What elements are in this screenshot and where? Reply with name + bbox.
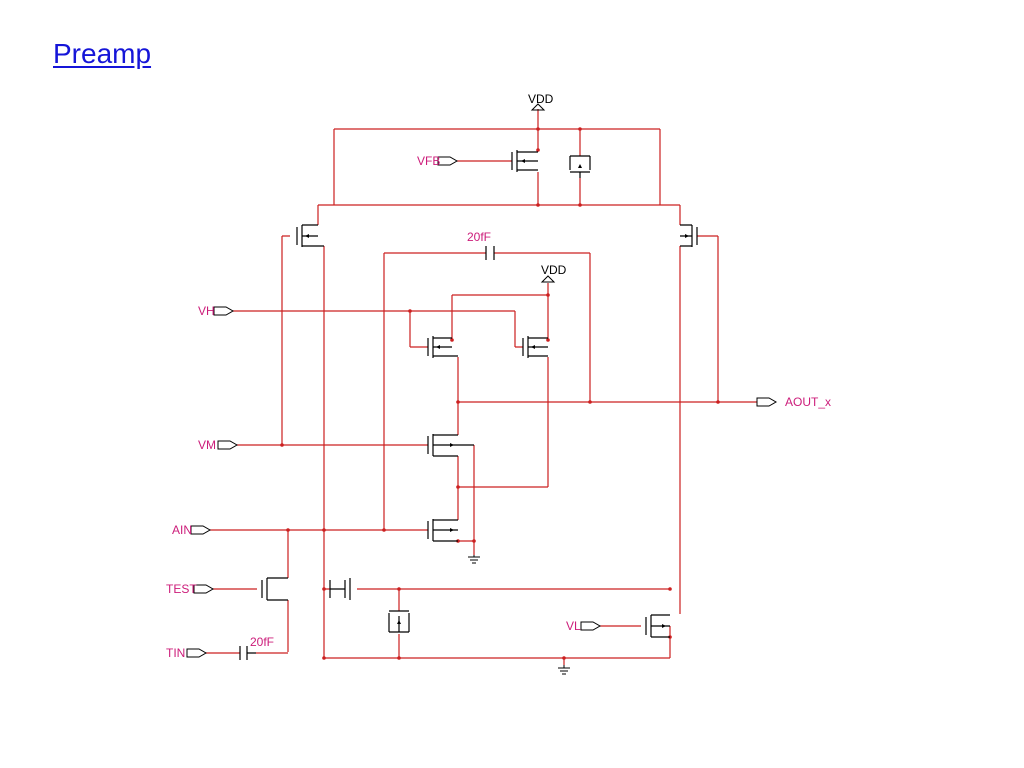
tin-label: TIN: [166, 646, 185, 660]
vfb-label: VFB: [417, 154, 440, 168]
page-title: Preamp: [53, 38, 152, 69]
cap-feedback-label: 20fF: [467, 230, 491, 244]
ain-label: AIN: [172, 523, 192, 537]
cap-tin-label: 20fF: [250, 635, 274, 649]
pin-tin: [186, 648, 208, 658]
vdd-label-mid: VDD: [541, 263, 567, 277]
pmos-pair-left: [427, 336, 458, 358]
vdd-label-top: VDD: [528, 92, 554, 106]
devices: [239, 150, 698, 660]
vm-label: VM: [198, 438, 216, 452]
vl-label: VL: [566, 619, 581, 633]
pin-vl: [580, 621, 602, 631]
switch-test-right: [329, 578, 351, 600]
pins: [186, 156, 778, 658]
mos-cap-top: [569, 155, 591, 178]
nmos-vm: [427, 434, 474, 457]
ground-symbol-left: [468, 555, 480, 564]
pin-vm: [217, 440, 239, 450]
capacitor-feedback: [485, 246, 495, 260]
junction-dots: [280, 127, 720, 660]
pmos-right: [680, 224, 698, 247]
vdd-symbol-mid: [540, 275, 556, 283]
vdd-symbol-top: [530, 103, 546, 111]
pin-vfb: [437, 156, 459, 166]
pin-ain: [190, 525, 212, 535]
capacitor-tin: [239, 646, 256, 660]
pin-test: [193, 584, 215, 594]
pin-aout: [756, 397, 778, 407]
pmos-vfb: [511, 150, 538, 172]
mos-cap-bottom: [388, 610, 410, 633]
pmos-left: [296, 224, 324, 247]
device-arrows: [305, 159, 689, 628]
ground-symbol-bottom: [558, 665, 570, 675]
nmos-vl: [645, 614, 670, 638]
aout-label: AOUT_x: [785, 395, 831, 409]
test-label: TEST: [166, 582, 197, 596]
pin-vh: [213, 306, 235, 316]
wires: [206, 109, 757, 665]
nmos-ain: [427, 519, 458, 542]
vh-label: VH: [198, 304, 215, 318]
switch-test-left: [261, 577, 288, 601]
pmos-pair-right: [522, 336, 548, 358]
